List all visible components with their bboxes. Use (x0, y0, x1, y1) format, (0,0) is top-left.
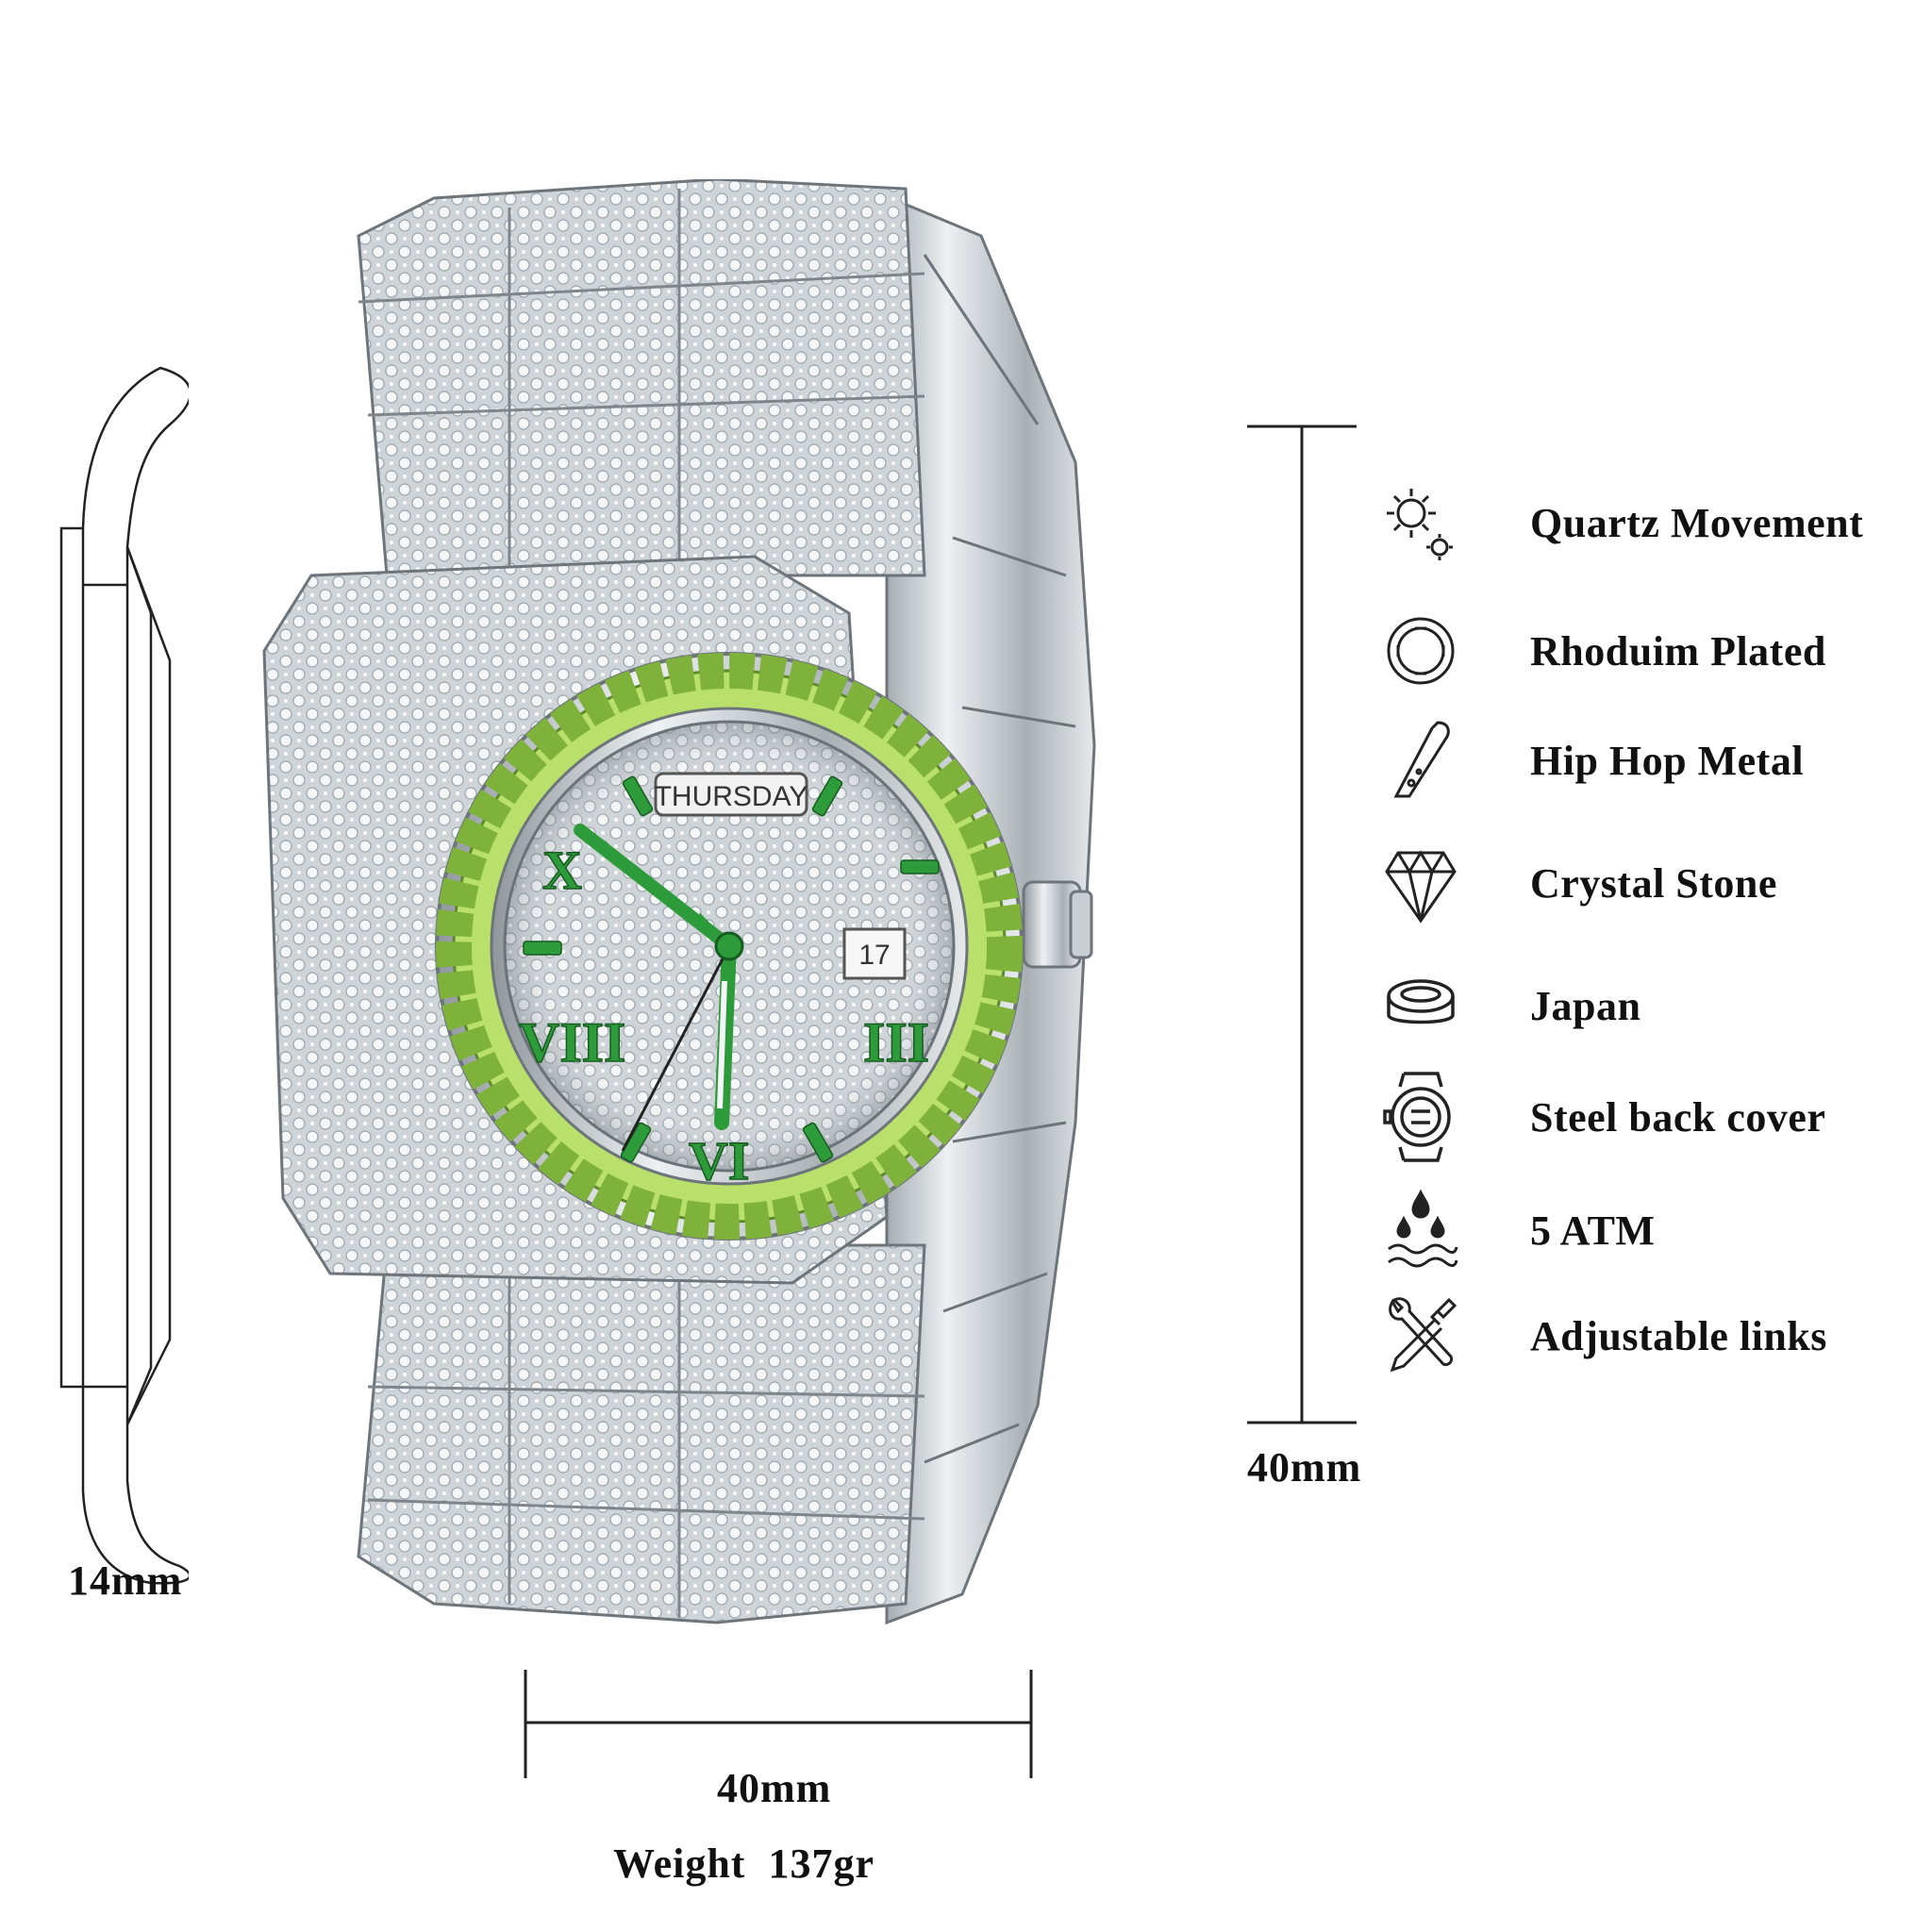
watch-back-icon (1377, 1072, 1464, 1162)
feature-quartz-movement: Quartz Movement (1377, 479, 1863, 566)
height-dimension-line (1245, 425, 1358, 1424)
feature-label: Hip Hop Metal (1530, 737, 1805, 784)
feature-5-atm: 5 ATM (1377, 1187, 1655, 1274)
bracelet-bottom (357, 1243, 926, 1624)
feature-label: Adjustable links (1530, 1312, 1827, 1359)
caseback-ring-icon (1377, 608, 1464, 694)
svg-text:X: X (542, 840, 582, 901)
feature-steel-back-cover: Steel back cover (1377, 1072, 1826, 1162)
feature-label: 5 ATM (1530, 1207, 1656, 1254)
svg-text:III: III (863, 1011, 929, 1074)
height-label: 40mm (1247, 1444, 1362, 1491)
diamond-icon (1377, 840, 1464, 926)
gears-icon (1377, 479, 1464, 566)
svg-text:THURSDAY: THURSDAY (655, 781, 808, 812)
svg-text:17: 17 (858, 940, 890, 971)
feature-label: Japan (1530, 982, 1641, 1029)
feature-crystal-stone: Crystal Stone (1377, 840, 1777, 926)
svg-text:VI: VI (689, 1130, 749, 1191)
tools-icon (1377, 1292, 1464, 1379)
thickness-label: 14mm (68, 1557, 183, 1604)
bracelet-top (357, 179, 926, 577)
watch-image: THURSDAY 17 X VIII III VI (226, 179, 1132, 1632)
width-dimension-line (524, 1670, 1033, 1778)
feature-japan: Japan (1377, 962, 1641, 1049)
water-drops-icon (1377, 1187, 1464, 1274)
day-window: THURSDAY (654, 772, 808, 817)
feature-label: Steel back cover (1530, 1093, 1826, 1141)
crown (1022, 880, 1093, 969)
feature-label: Quartz Movement (1530, 499, 1864, 546)
feature-label: Rhoduim Plated (1530, 627, 1826, 675)
feature-rhodium-plated: Rhoduim Plated (1377, 608, 1826, 694)
weight-label: Weight 137gr (613, 1840, 874, 1887)
feature-label: Crystal Stone (1530, 859, 1777, 907)
hour-markers: X VIII III VI (518, 775, 940, 1192)
watch-hands (574, 824, 744, 1152)
svg-text:VIII: VIII (519, 1011, 625, 1074)
date-window: 17 (842, 927, 907, 980)
battery-cell-icon (1377, 962, 1464, 1049)
side-profile-outline (38, 358, 189, 1585)
feature-hip-hop-metal: Hip Hop Metal (1377, 717, 1804, 804)
width-label: 40mm (717, 1765, 832, 1811)
metal-bar-icon (1377, 717, 1464, 804)
feature-adjustable-links: Adjustable links (1377, 1292, 1827, 1379)
